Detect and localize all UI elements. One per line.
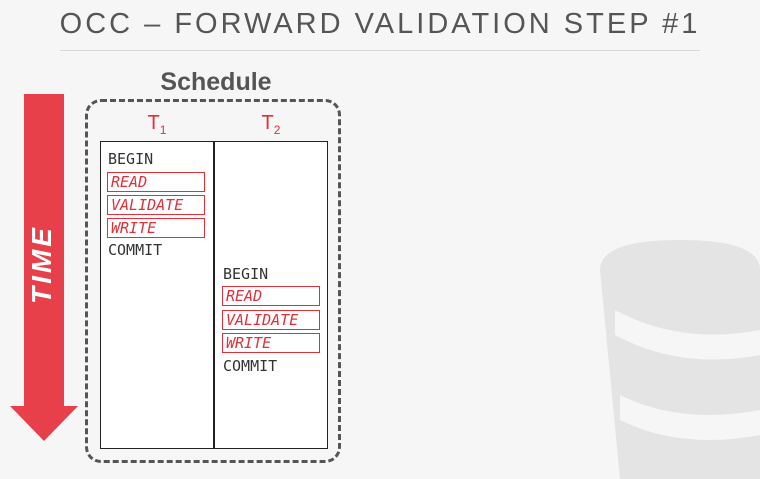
txn-subscript: 1 xyxy=(159,123,167,137)
database-logo-icon xyxy=(600,240,760,479)
op-begin: BEGIN xyxy=(108,150,154,168)
txn-name: T xyxy=(147,112,160,134)
op-validate: VALIDATE xyxy=(222,310,320,330)
txn-column-t2 xyxy=(214,141,328,449)
op-read: READ xyxy=(107,172,205,192)
op-commit: COMMIT xyxy=(108,241,163,259)
txn-column-t1 xyxy=(100,141,214,449)
op-begin: BEGIN xyxy=(223,265,269,283)
schedule-label: Schedule xyxy=(160,68,272,96)
slide-title: OCC – FORWARD VALIDATION STEP #1 xyxy=(59,8,701,40)
op-write: WRITE xyxy=(222,333,320,353)
title-divider xyxy=(60,50,700,51)
time-arrow-icon xyxy=(10,94,78,441)
op-read: READ xyxy=(222,286,320,306)
op-validate: VALIDATE xyxy=(107,195,205,215)
txn-name: T xyxy=(261,112,274,134)
txn-header-t2: T2 xyxy=(214,112,328,137)
schedule-frame xyxy=(85,99,341,463)
time-label: TIME xyxy=(26,225,57,304)
op-write: WRITE xyxy=(107,218,205,238)
txn-subscript: 2 xyxy=(273,123,281,137)
txn-header-t1: T1 xyxy=(100,112,214,137)
op-commit: COMMIT xyxy=(223,357,278,375)
